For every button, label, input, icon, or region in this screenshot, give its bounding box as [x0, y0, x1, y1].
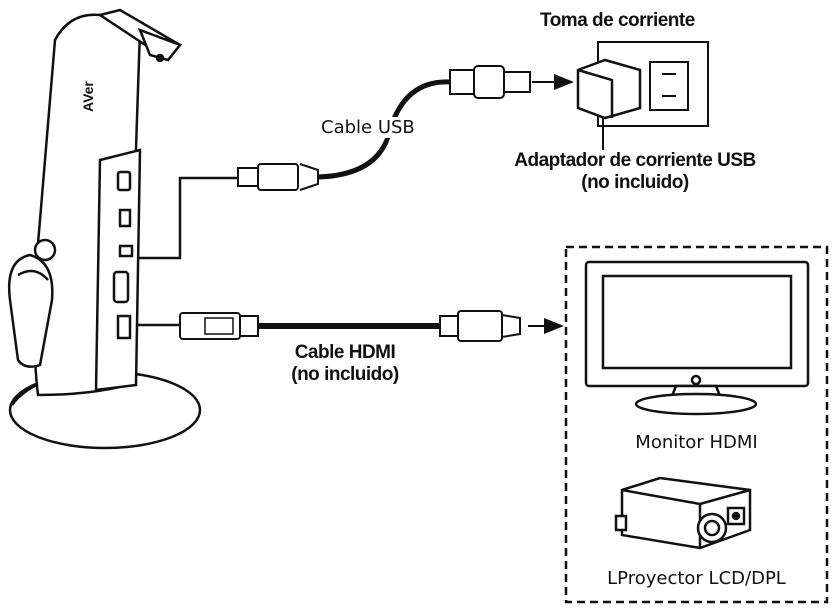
- display-devices-box: [564, 245, 829, 604]
- usb-adapter-label: Adaptador de corriente USB (no incluido): [480, 150, 790, 194]
- usb-power-adapter-icon: [576, 58, 642, 120]
- monitor-icon: [584, 260, 810, 416]
- brand-logo: AVer: [80, 81, 96, 112]
- document-camera-icon: [7, 8, 202, 450]
- usb-adapter-label-line2: (no incluido): [581, 172, 689, 193]
- wall-outlet-icon: [597, 41, 709, 127]
- hdmi-monitor-label: Monitor HDMI: [635, 432, 758, 453]
- projector-icon: [614, 476, 752, 550]
- usb-cable: [138, 65, 574, 260]
- hdmi-cable-label-line1: Cable HDMI: [294, 342, 396, 363]
- power-outlet-label: Toma de corriente: [540, 10, 695, 31]
- hdmi-cable: [138, 310, 564, 342]
- usb-adapter-label-line1: Adaptador de corriente USB: [514, 150, 756, 171]
- hdmi-cable-label: Cable HDMI (no incluido): [270, 342, 420, 386]
- hdmi-cable-label-line2: (no incluido): [291, 364, 399, 385]
- usb-cable-label: Cable USB: [318, 117, 418, 138]
- projector-label: LProyector LCD/DPL: [607, 568, 786, 589]
